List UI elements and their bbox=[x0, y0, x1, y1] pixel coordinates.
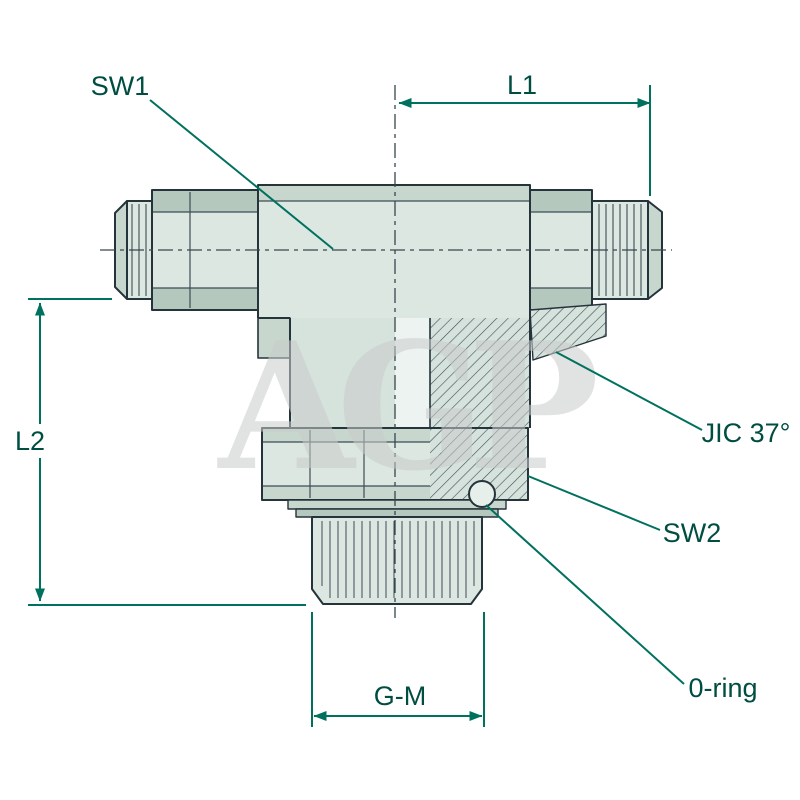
center-body-top-band bbox=[258, 185, 530, 201]
body-outline-path bbox=[257, 184, 531, 428]
branch-section-hatch bbox=[430, 318, 530, 428]
label-l2: L2 bbox=[15, 426, 45, 456]
left-port-hex-bottom-band bbox=[152, 288, 258, 310]
right-port-hex-flat-lines bbox=[530, 211, 592, 289]
watermark-text: AGP bbox=[217, 305, 596, 510]
branch-bore-void bbox=[395, 318, 430, 428]
stud-thread-lines bbox=[321, 521, 475, 598]
label-sw1: SW1 bbox=[91, 71, 150, 101]
oring-leader-line bbox=[485, 504, 685, 685]
o-ring-shape bbox=[468, 480, 496, 508]
label-l1: L1 bbox=[507, 70, 537, 100]
washer-lower bbox=[295, 508, 499, 518]
label-oring: 0-ring bbox=[688, 673, 757, 703]
right-port-hex-top-band bbox=[530, 190, 592, 212]
sw2-leader-line bbox=[527, 475, 661, 531]
jic-leader-line bbox=[555, 351, 703, 431]
label-sw2: SW2 bbox=[663, 518, 722, 548]
right-port-hex-bottom-band bbox=[530, 288, 592, 310]
fitting-body-group bbox=[100, 85, 672, 618]
locknut-hex-corner-lines bbox=[262, 430, 430, 498]
label-jic37: JIC 37° bbox=[702, 418, 791, 448]
right-fillet-section-hatch bbox=[529, 303, 607, 361]
center-body-fill bbox=[258, 185, 530, 318]
dimension-lines-group bbox=[28, 85, 703, 727]
sw1-leader-line bbox=[149, 99, 334, 250]
labels-group: SW1 L1 L2 JIC 37° SW2 0-ring G-M bbox=[15, 70, 790, 711]
left-port-hex-top-band bbox=[152, 190, 258, 212]
label-gm: G-M bbox=[374, 681, 426, 711]
